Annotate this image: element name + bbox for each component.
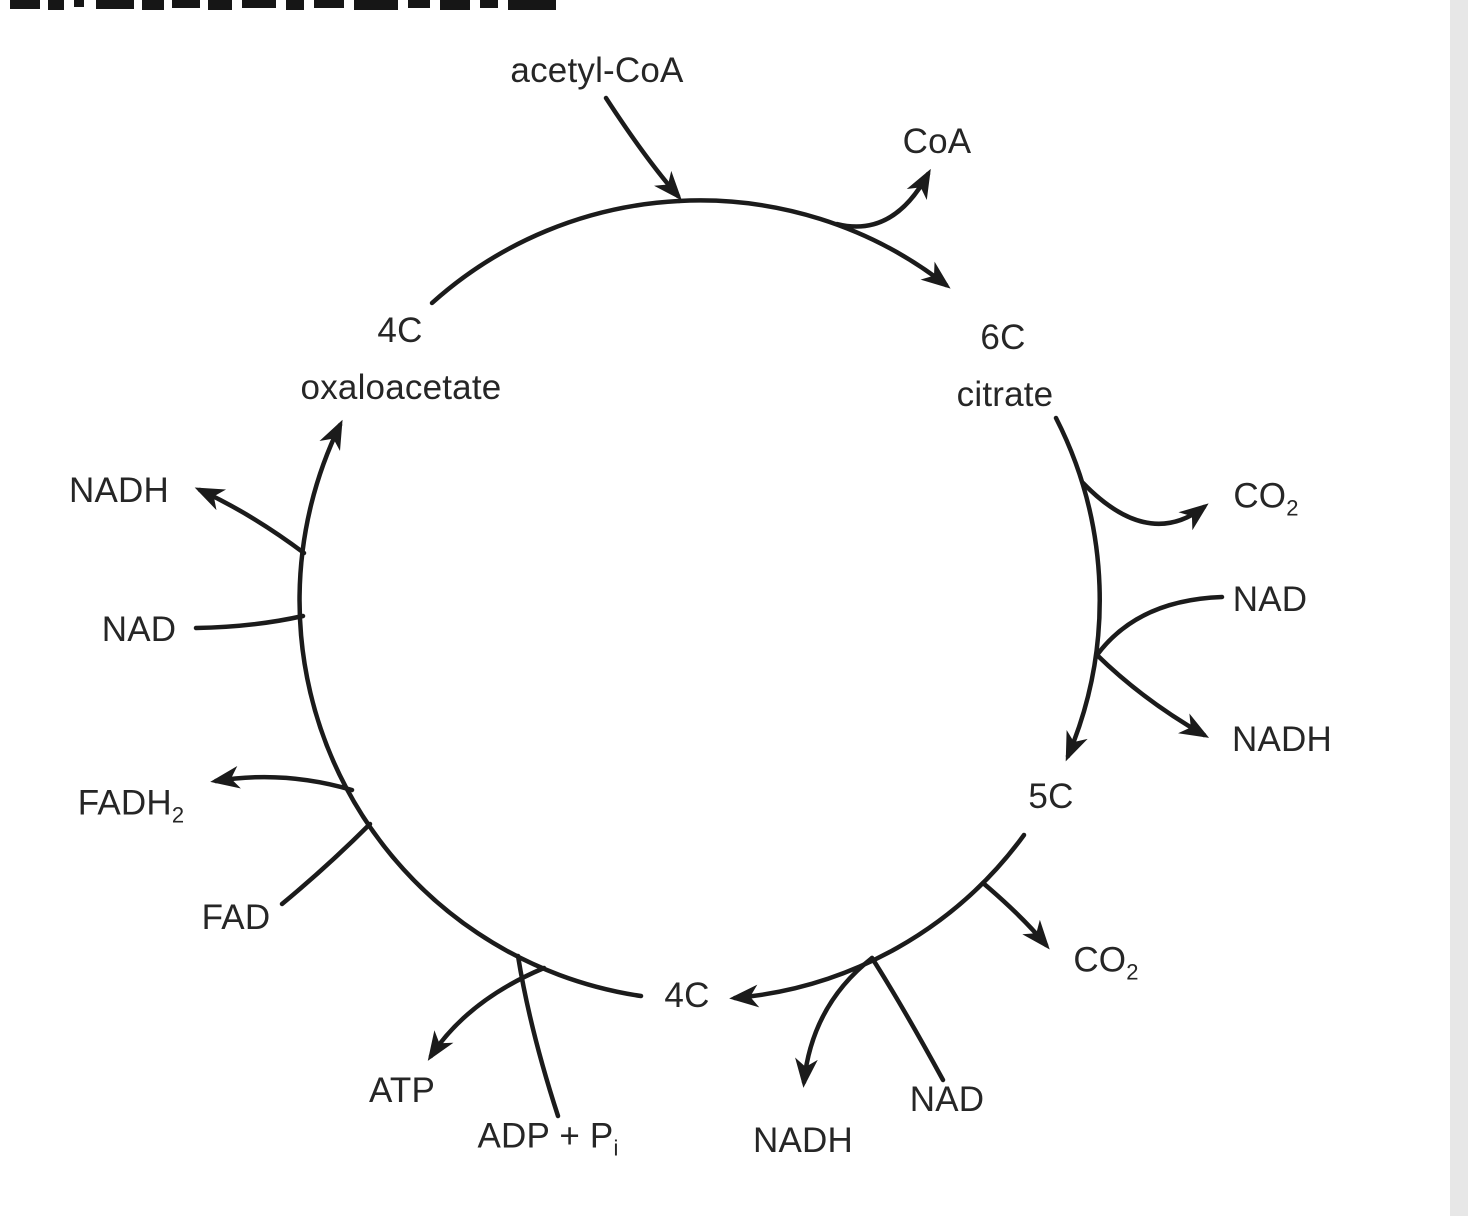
label-citrate: citrate <box>956 374 1054 414</box>
label-6c: 6C <box>980 317 1026 357</box>
cycle-arc-right <box>1053 415 1102 762</box>
label-coa: CoA <box>902 121 972 161</box>
cycle-arc-bottom-right <box>729 832 1027 1008</box>
page-edge-shading <box>1450 0 1468 1216</box>
arrow-fadh2-out <box>210 766 355 793</box>
arrow-nad-right-in <box>1094 594 1225 658</box>
arrow-coa-out <box>834 168 931 229</box>
label-nadh-left: NADH <box>69 470 169 510</box>
label-fad: FAD <box>201 897 271 937</box>
arrow-nad-bottom-in <box>869 955 946 1083</box>
label-4c-bottom: 4C <box>664 975 710 1015</box>
label-adp-pi: ADP + Pi <box>477 1116 619 1161</box>
label-5c: 5C <box>1028 776 1074 816</box>
label-fadh2: FADH2 <box>77 783 185 828</box>
label-atp: ATP <box>368 1070 436 1110</box>
label-nad-bottom: NAD <box>909 1079 985 1119</box>
label-nad-left: NAD <box>101 609 177 649</box>
cropped-text-artifact <box>10 0 556 10</box>
label-nad-right: NAD <box>1232 579 1308 619</box>
label-nadh-right: NADH <box>1232 719 1332 759</box>
arrow-adp-in <box>515 953 561 1119</box>
arrow-acetyl-coa-in <box>603 95 682 201</box>
label-oxaloacetate: oxaloacetate <box>300 367 502 407</box>
arrow-co2-lower-out <box>980 880 1050 950</box>
cycle-arc-left <box>297 419 644 999</box>
cycle-arc-top <box>676 198 951 289</box>
arrow-co2-upper-out <box>1080 480 1209 531</box>
arrow-nadh-left-out <box>194 487 307 556</box>
arrow-fad-in <box>279 821 373 907</box>
label-4c-top: 4C <box>377 310 423 350</box>
arrow-nadh-right-out <box>1094 652 1210 738</box>
label-co2-lower: CO2 <box>1073 940 1139 985</box>
label-nadh-bottom: NADH <box>753 1120 853 1160</box>
cycle-arc-top-left <box>429 198 682 306</box>
label-acetyl-coa: acetyl-CoA <box>510 50 684 90</box>
label-co2-upper: CO2 <box>1233 476 1299 521</box>
arrow-nadh-bottom-out <box>795 955 875 1088</box>
arrow-nad-left-in <box>193 613 306 631</box>
arrow-atp-out <box>427 965 547 1061</box>
